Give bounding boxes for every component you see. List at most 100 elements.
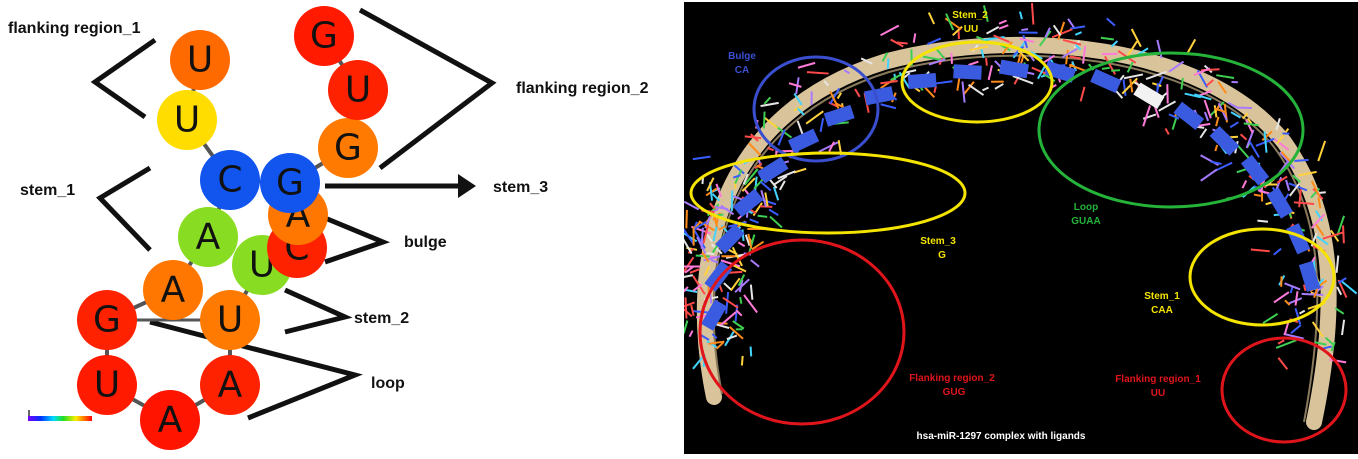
atom-bond — [1082, 45, 1087, 64]
atom-bond — [720, 259, 741, 268]
atom-bond — [772, 186, 780, 201]
atom-bond — [768, 208, 779, 216]
nucleotide: U — [77, 355, 137, 415]
nucleotide-circle — [77, 355, 137, 415]
label-loop: loop — [371, 375, 405, 392]
atom-bond — [1070, 25, 1086, 30]
atom-bond — [1100, 36, 1114, 41]
atom-bond — [933, 85, 937, 94]
atom-bond — [1294, 158, 1309, 162]
atom-bond — [720, 311, 737, 326]
nucleotide: U — [328, 60, 388, 120]
ligand-sticks — [684, 2, 1358, 370]
atom-bond — [935, 80, 953, 85]
stem-3-arrowhead — [458, 174, 476, 198]
atom-bond — [1030, 2, 1035, 25]
atom-bond — [886, 58, 890, 69]
atom-bond — [1142, 105, 1152, 127]
atom-bond — [896, 41, 908, 45]
nucleotide-circle — [200, 290, 260, 350]
atom-bond — [1330, 341, 1336, 352]
atom-bond — [1227, 101, 1240, 110]
atom-bond — [744, 135, 762, 140]
atom-bond — [1261, 130, 1273, 141]
atom-bond — [1052, 24, 1062, 36]
ellipse-stem-1 — [1188, 227, 1336, 327]
atom-bond — [818, 141, 839, 153]
atom-bond — [1285, 179, 1291, 191]
atom-bond — [1341, 280, 1358, 295]
atom-bond — [712, 226, 718, 242]
atom-bond — [1230, 111, 1242, 119]
atom-bond — [880, 24, 900, 37]
atom-bond — [1317, 140, 1327, 162]
nucleotide-letter: U — [187, 40, 213, 81]
base-block — [757, 156, 789, 184]
atom-bond — [693, 229, 706, 249]
atom-bond — [1337, 277, 1347, 284]
atom-bond — [764, 117, 779, 129]
atom-bond — [684, 274, 694, 278]
nucleotide-circle — [260, 153, 320, 213]
atom-bond — [1145, 70, 1167, 80]
label-flanking-region-1: flanking region_1 — [8, 20, 141, 37]
atom-bond — [760, 181, 772, 192]
atom-bond — [706, 177, 715, 192]
atom-bond — [968, 60, 979, 66]
atom-bond — [708, 340, 725, 345]
atom-bond — [1283, 321, 1290, 336]
atom-bond — [728, 326, 744, 340]
nucleotide-letter: A — [218, 365, 243, 406]
atom-bond — [880, 80, 898, 85]
region-name: Stem_3 — [920, 236, 956, 247]
atom-bond — [1019, 11, 1023, 20]
atom-bond — [1276, 175, 1288, 184]
atom-bond — [793, 167, 807, 174]
atom-bond — [1263, 131, 1268, 153]
atom-bond — [1229, 121, 1239, 129]
atom-bond — [762, 111, 766, 129]
atom-bond — [695, 254, 710, 258]
atom-bond — [1200, 168, 1218, 182]
atom-bond — [729, 277, 741, 292]
region-sequence: GUG — [943, 387, 966, 398]
atom-bond — [962, 81, 975, 96]
atom-bond — [773, 175, 788, 186]
region-name: Bulge — [728, 51, 756, 62]
region-sequence: CA — [735, 65, 749, 76]
atom-bond — [1310, 180, 1321, 197]
atom-bond — [1283, 332, 1304, 340]
atom-bond — [1276, 127, 1290, 145]
atom-bond — [788, 82, 802, 88]
atom-bond — [684, 200, 700, 211]
atom-bond — [1164, 128, 1170, 135]
atom-bond — [723, 282, 732, 291]
atom-bond — [747, 233, 753, 249]
atom-bond — [1298, 189, 1302, 208]
atom-bond — [1288, 183, 1300, 197]
atom-bond — [1180, 77, 1184, 90]
nucleotide: A — [140, 390, 200, 450]
atom-bond — [1241, 179, 1248, 189]
atom-bond — [1289, 286, 1294, 294]
atom-bond — [692, 275, 706, 295]
nucleotide-letter: U — [94, 365, 120, 406]
atom-bond — [1012, 75, 1034, 85]
atom-bond — [1017, 49, 1030, 62]
base-block — [1298, 260, 1321, 292]
atom-bond — [1298, 170, 1317, 177]
atom-bond — [1216, 74, 1235, 79]
atom-bond — [709, 202, 716, 210]
atom-bond — [779, 180, 786, 191]
nucleotide: G — [260, 153, 320, 213]
atom-bond — [1245, 119, 1254, 134]
atom-bond — [1334, 307, 1345, 315]
atom-bond — [749, 346, 753, 357]
atom-bond — [741, 177, 756, 192]
atom-bond — [1275, 339, 1297, 349]
atom-bond — [701, 251, 710, 263]
atom-bond — [1122, 79, 1127, 96]
atom-bond — [1210, 160, 1222, 165]
atom-bond — [696, 236, 707, 254]
